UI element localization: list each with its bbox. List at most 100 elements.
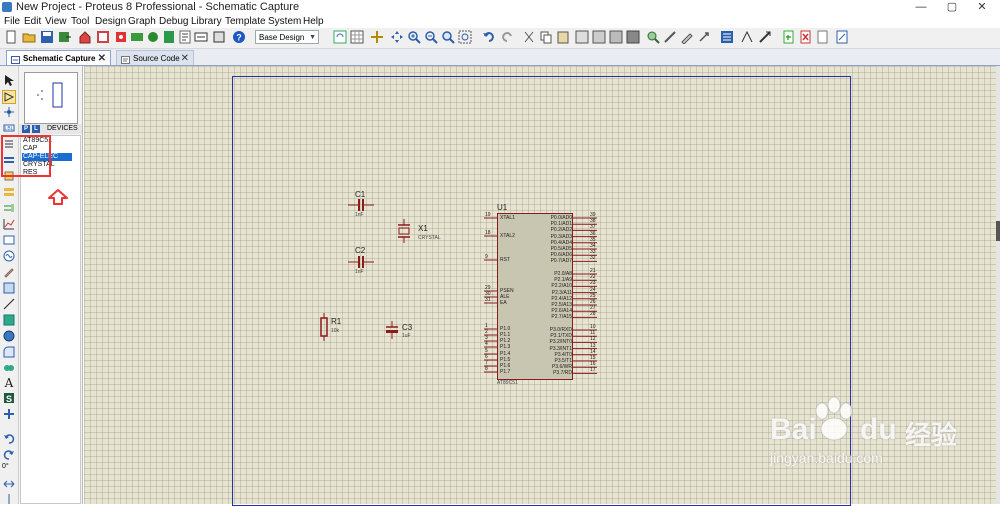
device-item-crystal[interactable]: CRYSTAL [23,161,55,168]
voltage-probe-icon[interactable] [3,266,15,278]
cut-icon[interactable] [522,30,536,44]
crystal-x1-symbol[interactable] [395,218,413,244]
help-icon[interactable]: ? [232,30,246,44]
capacitor-c1-symbol[interactable] [346,198,376,212]
design-variant-select[interactable]: Base Design ▼ [255,30,319,44]
block-delete-icon[interactable] [626,30,640,44]
menu-file[interactable]: File [4,16,21,27]
new-file-icon[interactable] [4,30,18,44]
zoom-out-icon[interactable] [424,30,438,44]
wire-label-icon[interactable]: LBL [3,122,15,134]
rotate-anticlockwise-icon[interactable] [3,448,15,460]
netlist-icon[interactable] [835,30,849,44]
selection-mode-icon[interactable] [3,74,15,86]
open-folder-icon[interactable] [22,30,36,44]
exit-parent-icon[interactable] [816,30,830,44]
close-icon[interactable]: ✕ [97,53,106,64]
block-move-icon[interactable] [592,30,606,44]
close-button[interactable]: ✕ [977,1,987,13]
text-script-icon[interactable] [3,138,15,150]
capacitor-c2-symbol[interactable] [346,255,376,269]
pick-device-icon[interactable] [646,30,660,44]
scrollbar-thumb[interactable] [996,221,1000,241]
decompose-icon[interactable] [697,30,711,44]
make-device-icon[interactable] [663,30,677,44]
menu-edit[interactable]: Edit [24,16,42,27]
circle-tool-icon[interactable] [3,330,15,342]
menu-template[interactable]: Template [225,16,266,27]
component-mode-icon[interactable] [2,90,16,104]
device-item-res[interactable]: RES [23,169,38,176]
maximize-button[interactable]: ▢ [946,1,958,13]
menu-help[interactable]: Help [303,16,324,27]
text-tool-icon[interactable]: A [3,376,15,388]
gerber-icon[interactable] [146,30,160,44]
symbol-tool-icon[interactable]: S [3,392,15,404]
vertical-scrollbar[interactable] [996,66,1000,504]
mirror-x-icon[interactable] [3,478,15,490]
source-code-icon[interactable] [178,30,192,44]
device-pins-icon[interactable] [3,202,15,214]
redo-icon[interactable] [500,30,514,44]
property-tool-icon[interactable] [758,30,772,44]
package-tool-icon[interactable] [680,30,694,44]
pick-device-button[interactable]: P [22,125,30,133]
block-rotate-icon[interactable] [609,30,623,44]
junction-dot-icon[interactable] [3,106,15,118]
menu-view[interactable]: View [45,16,67,27]
tape-recorder-icon[interactable] [3,234,15,246]
minimize-button[interactable]: — [915,1,927,13]
virtual-instruments-icon[interactable] [3,282,15,294]
menu-system[interactable]: System [268,16,302,27]
tab-schematic-capture[interactable]: Schematic Capture ✕ [6,50,111,65]
menu-tool[interactable]: Tool [71,16,90,27]
block-copy-icon[interactable] [575,30,589,44]
3d-viewer-icon[interactable] [130,30,144,44]
pan-icon[interactable] [390,30,404,44]
device-item-cap[interactable]: CAP [23,145,38,152]
rotation-angle[interactable]: 0° [2,463,9,470]
search-tag-icon[interactable] [740,30,754,44]
copy-icon[interactable] [539,30,553,44]
origin-icon[interactable] [370,30,384,44]
new-sheet-icon[interactable] [782,30,796,44]
capacitor-c3-symbol[interactable] [384,320,400,340]
terminals-icon[interactable] [3,186,15,198]
zoom-in-icon[interactable] [407,30,421,44]
line-tool-icon[interactable] [3,298,15,310]
generator-icon[interactable] [3,250,15,262]
paste-icon[interactable] [556,30,570,44]
save-icon[interactable] [40,30,54,44]
library-manager-button[interactable]: L [32,125,40,133]
grid-toggle-icon[interactable] [350,30,364,44]
rotate-clockwise-icon[interactable] [3,432,15,444]
component-icon[interactable] [212,30,226,44]
arc-tool-icon[interactable] [3,346,15,358]
import-icon[interactable] [58,30,72,44]
device-item-at89c51[interactable]: AT89C51 [23,137,53,144]
schematic-icon[interactable] [96,30,110,44]
mirror-y-icon[interactable] [3,493,15,505]
resistor-r1-symbol[interactable] [318,312,330,342]
library-icon[interactable] [194,30,208,44]
zoom-area-icon[interactable] [458,30,472,44]
remove-sheet-icon[interactable] [799,30,813,44]
marker-tool-icon[interactable] [3,408,15,420]
graph-icon[interactable] [3,218,15,230]
device-item-cap-elec[interactable]: CAP-ELEC [22,153,72,161]
undo-icon[interactable] [482,30,496,44]
refresh-icon[interactable] [333,30,347,44]
home-icon[interactable] [78,30,92,44]
box-tool-icon[interactable] [3,314,15,326]
bom-icon[interactable] [162,30,176,44]
close-icon[interactable]: ✕ [180,53,189,64]
menu-library[interactable]: Library [191,16,222,27]
pcb-layout-icon[interactable] [114,30,128,44]
menu-design[interactable]: Design [95,16,127,27]
menu-debug[interactable]: Debug [159,16,189,27]
mcu-u1-body[interactable] [497,213,573,380]
zoom-all-icon[interactable] [441,30,455,44]
path-tool-icon[interactable] [3,362,15,374]
wire-autorouter-icon[interactable] [720,30,734,44]
menu-graph[interactable]: Graph [128,16,156,27]
